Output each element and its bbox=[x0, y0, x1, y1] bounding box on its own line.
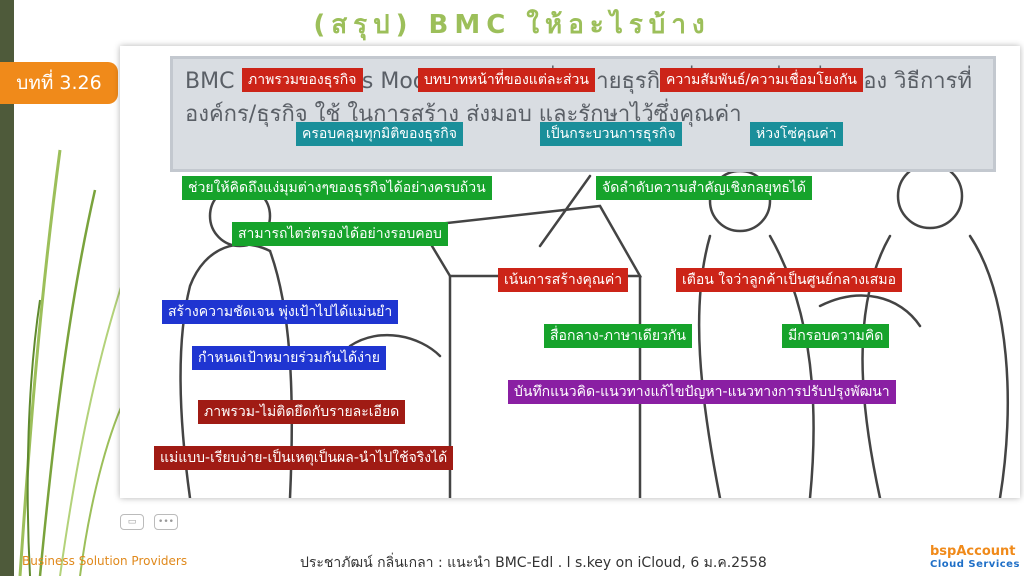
label-value-chain: ห่วงโซ่คุณค่า bbox=[750, 122, 843, 146]
label-common-medium: สื่อกลาง-ภาษาเดียวกัน bbox=[544, 324, 692, 348]
slide-title: (สรุป) BMC ให้อะไรบ้าง bbox=[313, 10, 711, 40]
label-process: เป็นกระบวนการธุรกิจ bbox=[540, 122, 682, 146]
logo-sub-text: Cloud Services bbox=[930, 559, 1020, 570]
label-overview: ภาพรวม-ไม่ติดยึดกับรายละเอียด bbox=[198, 400, 406, 424]
label-framework: มีกรอบความคิด bbox=[782, 324, 890, 348]
more-options-icon[interactable]: ••• bbox=[154, 514, 178, 530]
footer-credit: ประชาภัฒน์ กลิ่นเกลา : แนะนำ BMC-Edl . l… bbox=[300, 555, 767, 571]
label-clarity: สร้างความชัดเจน พุ่งเป้าไปได้แม่นยำ bbox=[162, 300, 399, 324]
grass-decoration bbox=[18, 149, 136, 576]
chapter-badge: บทที่ 3.26 bbox=[0, 62, 118, 104]
footer-company: Business Solution Providers bbox=[22, 554, 188, 568]
label-value-creation: เน้นการสร้างคุณค่า bbox=[498, 268, 629, 292]
label-template: แม่แบบ-เรียบง่าย-เป็นเหตุเป็นผล-นำไปใช้จ… bbox=[154, 446, 454, 470]
label-all-dimensions: ครอบคลุมทุกมิติของธุรกิจ bbox=[296, 122, 463, 146]
label-think-all: ช่วยให้คิดถึงแง่มุมต่างๆของธุรกิจได้อย่า… bbox=[182, 176, 492, 200]
label-roles: บทบาทหน้าที่ของแต่ละส่วน bbox=[418, 68, 595, 92]
label-consider: สามารถไตร่ตรองได้อย่างรอบคอบ bbox=[232, 222, 448, 246]
slide-canvas: BMC คือ Business Model Canvas ที่อธิบายธ… bbox=[120, 46, 1020, 530]
label-big-picture: ภาพรวมของธุรกิจ bbox=[242, 68, 363, 92]
label-shared-goals: กำหนดเป้าหมายร่วมกันได้ง่าย bbox=[192, 346, 386, 370]
label-customer-center: เตือน ใจว่าลูกค้าเป็นศูนย์กลางเสมอ bbox=[676, 268, 902, 292]
label-prioritize: จัดลำดับความสำคัญเชิงกลยุทธได้ bbox=[596, 176, 813, 200]
left-accent-bar bbox=[0, 0, 14, 576]
bsp-account-logo: bspAccount Cloud Services bbox=[930, 544, 1020, 574]
logo-main-text: bspAccount bbox=[930, 544, 1016, 559]
label-record: บันทึกแนวคิด-แนวทางแก้ไขปัญหา-แนวทางการป… bbox=[508, 380, 896, 404]
label-relations: ความสัมพันธ์/ความเชื่อมโยงกัน bbox=[660, 68, 863, 92]
slide-nav-icon[interactable]: ▭ bbox=[120, 514, 144, 530]
